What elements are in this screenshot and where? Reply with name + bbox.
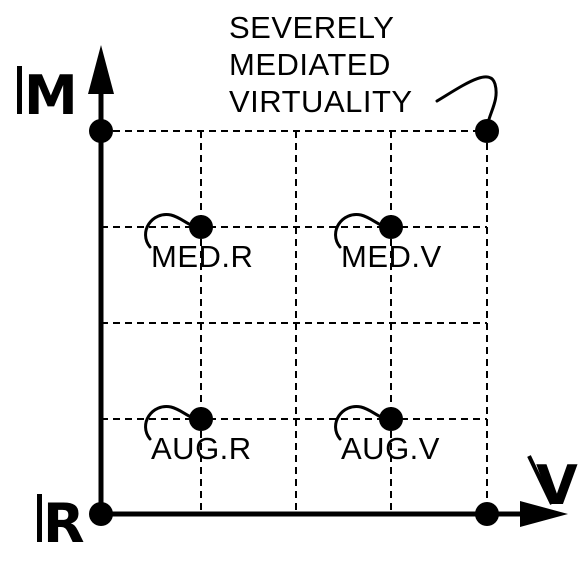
- point-bottom-right: [475, 502, 499, 526]
- axis-label-r: R: [37, 492, 85, 555]
- dashed-grid: [101, 130, 488, 514]
- axis-label-v-stroke: [527, 455, 554, 505]
- severely-label-line2: MEDIATED: [229, 47, 391, 82]
- axis-label-r-stroke: [37, 494, 42, 542]
- point-aug-r: [189, 407, 213, 431]
- aug-r-label-group: AUG.R: [144, 405, 252, 466]
- axis-label-r-text: R: [43, 492, 85, 555]
- aug-v-label: AUG.V: [341, 431, 440, 466]
- corner-points: [89, 119, 499, 526]
- aug-v-label-group: AUG.V: [334, 405, 440, 466]
- med-r-label: MED.R: [151, 239, 253, 274]
- axis-label-v: V: [527, 454, 578, 517]
- aug-r-label: AUG.R: [151, 431, 252, 466]
- axis-label-m: M: [17, 64, 78, 127]
- severely-mediated-virtuality-label: SEVERELY MEDIATED VIRTUALITY: [229, 10, 498, 133]
- point-med-r: [189, 215, 213, 239]
- med-v-label-group: MED.V: [334, 213, 442, 274]
- vertical-axis-arrowhead: [88, 45, 114, 94]
- axes: [88, 45, 568, 527]
- severely-label-line3: VIRTUALITY: [229, 84, 413, 119]
- horizontal-axis-arrowhead: [520, 501, 568, 527]
- med-r-label-group: MED.R: [144, 213, 253, 274]
- severely-label-line1: SEVERELY: [229, 10, 394, 45]
- severely-leader-line: [435, 75, 498, 133]
- point-origin: [89, 502, 113, 526]
- axis-label-m-stroke: [17, 66, 22, 114]
- axis-label-m-text: M: [24, 64, 78, 127]
- med-v-label: MED.V: [341, 239, 442, 274]
- point-top-left: [89, 119, 113, 143]
- point-med-v: [379, 215, 403, 239]
- axis-label-v-text: V: [536, 454, 578, 517]
- point-aug-v: [379, 407, 403, 431]
